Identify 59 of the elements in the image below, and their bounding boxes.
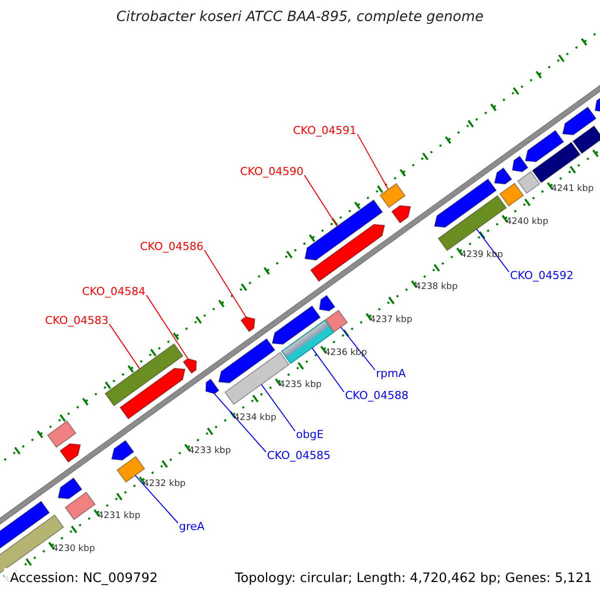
gene-block xyxy=(512,156,529,172)
leader-line xyxy=(108,324,140,370)
gene-block xyxy=(111,440,134,461)
scale-label: 4238 kbp xyxy=(415,282,458,294)
gene-block xyxy=(318,294,336,312)
gene-label: CKO_04584 xyxy=(82,285,146,298)
scale-label: 4230 kbp xyxy=(52,544,95,555)
gene-label: CKO_04590 xyxy=(240,165,304,178)
gene-block xyxy=(116,456,146,483)
gene-block xyxy=(310,224,386,282)
gene-block xyxy=(391,205,412,224)
gene-block xyxy=(494,167,512,184)
gene-block xyxy=(499,182,524,207)
leader-line xyxy=(312,347,344,392)
scale-label: 4235 kbp xyxy=(279,380,322,392)
gene-block xyxy=(517,170,540,194)
scale-label: 4231 kbp xyxy=(98,511,140,522)
gene-block xyxy=(272,305,321,345)
gene-block xyxy=(205,378,220,394)
gene-label: obgE xyxy=(296,428,324,442)
gene-block xyxy=(562,106,597,136)
gene-label: CKO_04588 xyxy=(345,389,408,402)
gene-block xyxy=(434,178,497,228)
gene-block xyxy=(324,310,348,333)
gene-label: rpmA xyxy=(376,367,406,380)
gene-block xyxy=(524,130,564,162)
title: Citrobacter koseri ATCC BAA-895, complete genome xyxy=(115,9,485,26)
gene-label: CKO_04591 xyxy=(293,124,356,138)
gene-block xyxy=(64,492,96,520)
scale-label: 4237 kbp xyxy=(370,315,412,326)
gene-block xyxy=(379,182,406,208)
leader-line xyxy=(204,250,246,318)
scale-label: 4241 kbp xyxy=(551,184,594,196)
leader-line xyxy=(304,174,338,227)
gene-block xyxy=(58,477,82,500)
gene-block xyxy=(532,142,581,184)
leader-line xyxy=(340,326,376,370)
gene-label: CKO_04586 xyxy=(140,240,204,254)
gene-block xyxy=(304,199,384,261)
gene-block xyxy=(119,368,186,420)
gene-block xyxy=(46,420,76,448)
scale-label: 4240 kbp xyxy=(506,216,548,228)
scale-label: 4233 kbp xyxy=(188,446,231,457)
gene-block xyxy=(438,194,507,252)
gene-block xyxy=(240,316,256,332)
gene-label: CKO_04592 xyxy=(510,269,574,282)
gene-block xyxy=(572,125,600,154)
gene-block xyxy=(218,338,276,384)
gene-block xyxy=(594,96,600,113)
gene-label: CKO_04583 xyxy=(45,314,108,328)
gene-label: CKO_04585 xyxy=(267,449,330,462)
genome-summary-text: Topology: circular; Length: 4,720,462 bp; Genes: 5,121 xyxy=(234,571,592,587)
gene-block xyxy=(59,443,82,463)
leader-line xyxy=(214,393,266,452)
leader-line xyxy=(356,134,389,190)
leader-line xyxy=(476,228,510,272)
leader-line xyxy=(146,294,188,360)
gene-block xyxy=(104,343,184,406)
gene-label: greA xyxy=(179,520,205,534)
